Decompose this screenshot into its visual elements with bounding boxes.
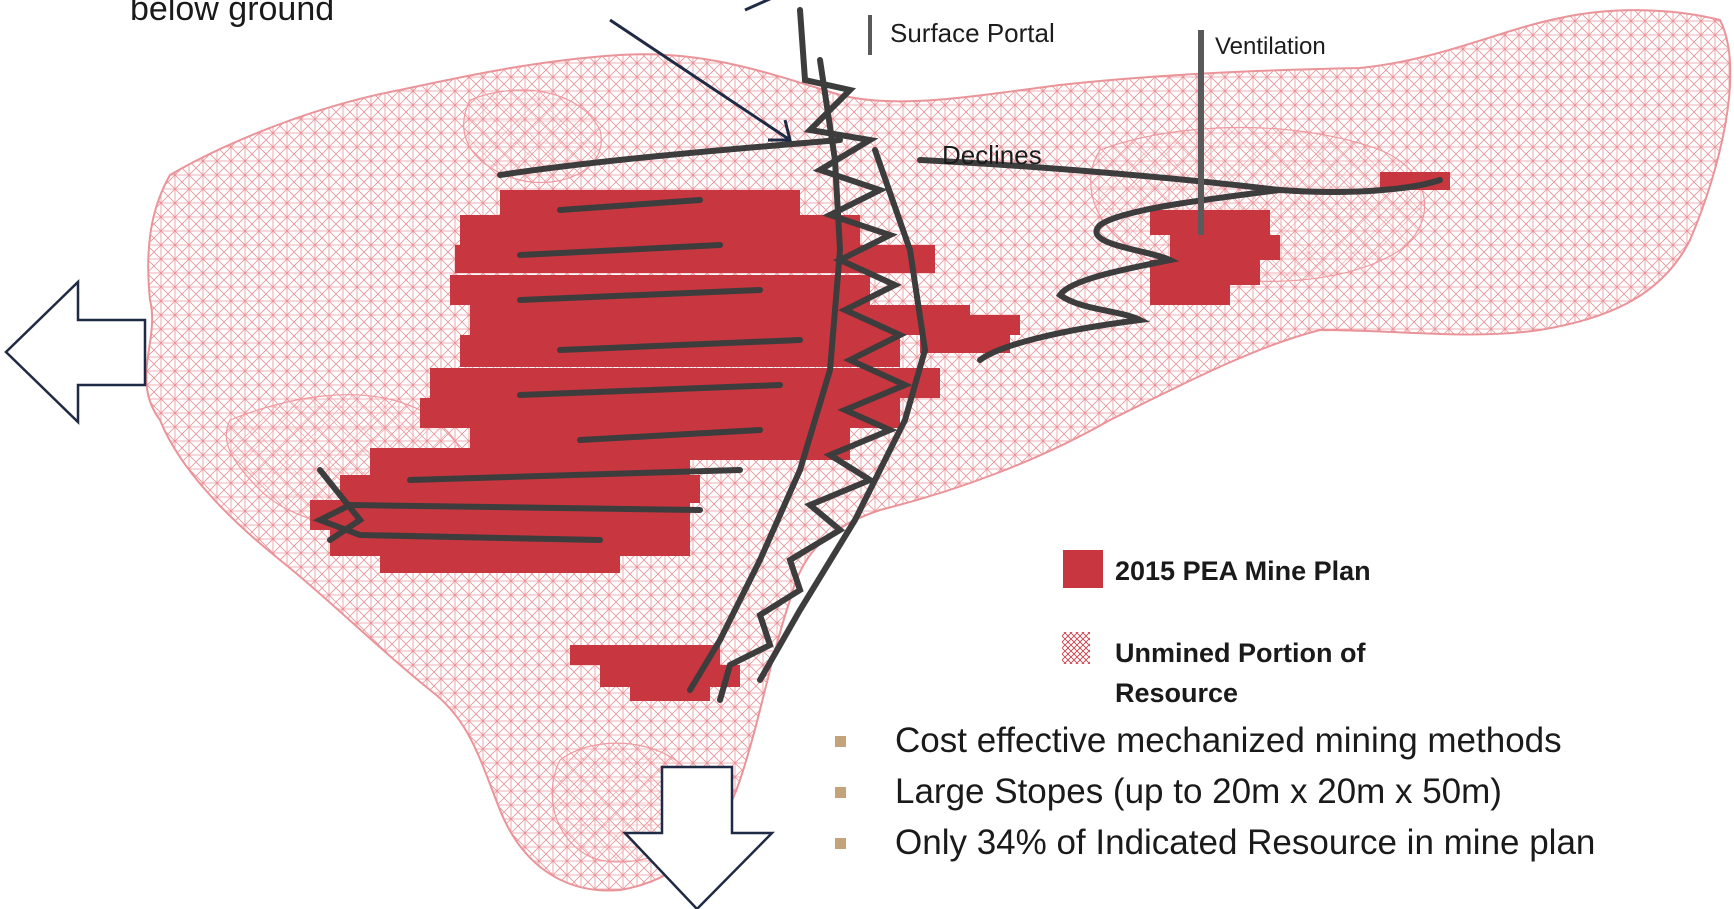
ventilation-shaft <box>1198 30 1204 235</box>
unmined-legend-swatch <box>1062 632 1090 664</box>
bullet-text: Cost effective mechanized mining methods <box>895 721 1562 760</box>
surface-portal-marker <box>868 15 872 55</box>
mine-plan-legend-swatch <box>1063 550 1103 588</box>
unmined-legend-label-line2: Resource <box>1115 678 1239 708</box>
callout-arrow <box>609 0 792 142</box>
bullet-marker <box>835 787 846 798</box>
bullet-text: Large Stopes (up to 20m x 20m x 50m) <box>895 772 1502 811</box>
declines-label: Declines <box>942 140 1042 170</box>
bullet-text: Only 34% of Indicated Resource in mine p… <box>895 823 1596 862</box>
bullet-marker <box>835 736 846 747</box>
bullet-marker <box>835 838 846 849</box>
declines <box>312 7 1443 703</box>
surface-portal-label: Surface Portal <box>890 18 1055 48</box>
mine-plan-legend-label: 2015 PEA Mine Plan <box>1115 556 1371 586</box>
arrow-left-outline-icon <box>4 279 147 425</box>
arrow-down-outline-icon <box>622 765 775 909</box>
callout-text: below ground <box>130 0 335 28</box>
ventilation-label: Ventilation <box>1215 33 1326 60</box>
unmined-legend-label-line1: Unmined Portion of <box>1115 638 1366 668</box>
